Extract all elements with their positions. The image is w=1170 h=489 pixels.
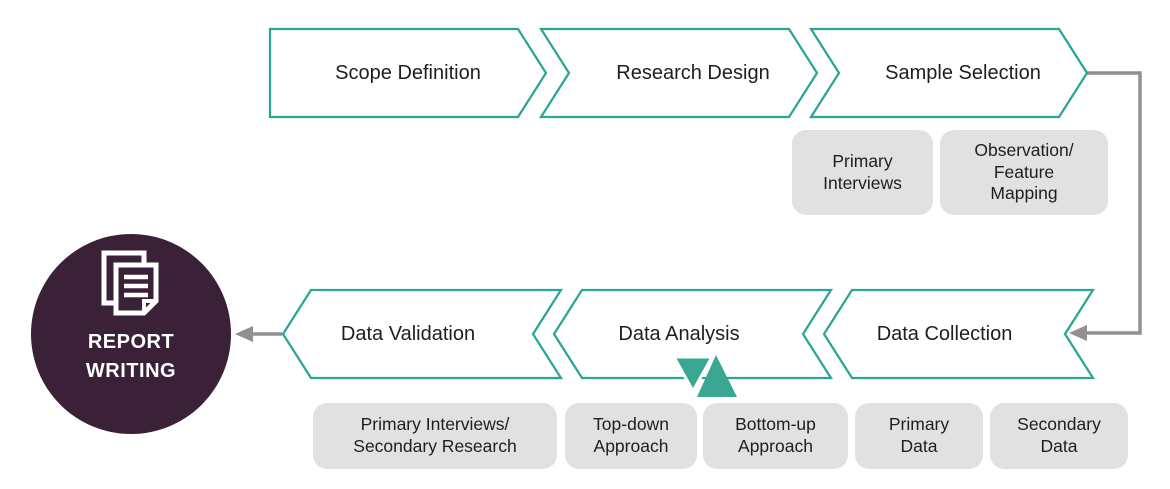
sub-box-line: Feature [993, 161, 1055, 182]
sub-box-line: Top-down [593, 414, 669, 435]
triangles-logo-icon [671, 355, 737, 397]
sub-box-observation-feature-mapping: Observation/ Feature Mapping [940, 130, 1108, 215]
report-writing-line2: WRITING [85, 360, 177, 382]
sub-box-line: Bottom-up [735, 414, 816, 435]
chevron-scope-definition [268, 27, 548, 119]
arrowhead-left-icon [235, 326, 253, 342]
chevron-data-validation [281, 288, 564, 380]
step-label-research-design: Research Design [616, 61, 770, 84]
sub-box-line: Interviews [823, 172, 902, 193]
step-label-data-analysis: Data Analysis [618, 322, 740, 345]
sub-box-line: Primary [832, 150, 893, 171]
step-label-data-validation: Data Validation [340, 322, 476, 345]
chevron-research-design [538, 27, 819, 119]
sub-box-line: Observation/ [974, 139, 1074, 160]
document-icon [101, 250, 159, 316]
step-label-data-collection: Data Collection [876, 322, 1013, 345]
sub-box-line: Approach [593, 436, 669, 456]
sub-box-top-down-approach: Top-down Approach [565, 403, 697, 469]
sub-box-line: Approach [738, 436, 813, 456]
sub-box-line: Data [1040, 436, 1078, 456]
sub-box-primary-interviews-secondary-research: Primary Interviews/ Secondary Research [313, 403, 557, 469]
sub-box-secondary-data: Secondary Data [990, 403, 1128, 469]
report-writing-label: REPORT WRITING [31, 328, 231, 386]
sub-box-line: Mapping [990, 183, 1058, 204]
arrowhead-left-icon [1069, 325, 1087, 341]
report-writing-circle [31, 234, 231, 434]
sub-box-line: Secondary Research [353, 436, 517, 456]
sub-box-bottom-up-approach: Bottom-up Approach [703, 403, 848, 469]
step-label-scope-definition: Scope Definition [335, 61, 481, 84]
sub-box-line: Secondary [1017, 414, 1101, 435]
sub-box-line: Data [900, 436, 938, 456]
sub-box-primary-data: Primary Data [855, 403, 983, 469]
chevron-data-collection [822, 288, 1096, 380]
report-writing-line1: REPORT [87, 331, 175, 353]
chevron-sample-selection [808, 27, 1089, 119]
sub-box-primary-interviews: Primary Interviews [792, 130, 933, 215]
sub-box-line: Primary [888, 414, 950, 435]
step-label-sample-selection: Sample Selection [885, 61, 1041, 84]
connector-sample-to-collection [1087, 71, 1142, 335]
sub-box-line: Primary Interviews/ [360, 414, 510, 435]
chevron-data-analysis [552, 288, 834, 380]
